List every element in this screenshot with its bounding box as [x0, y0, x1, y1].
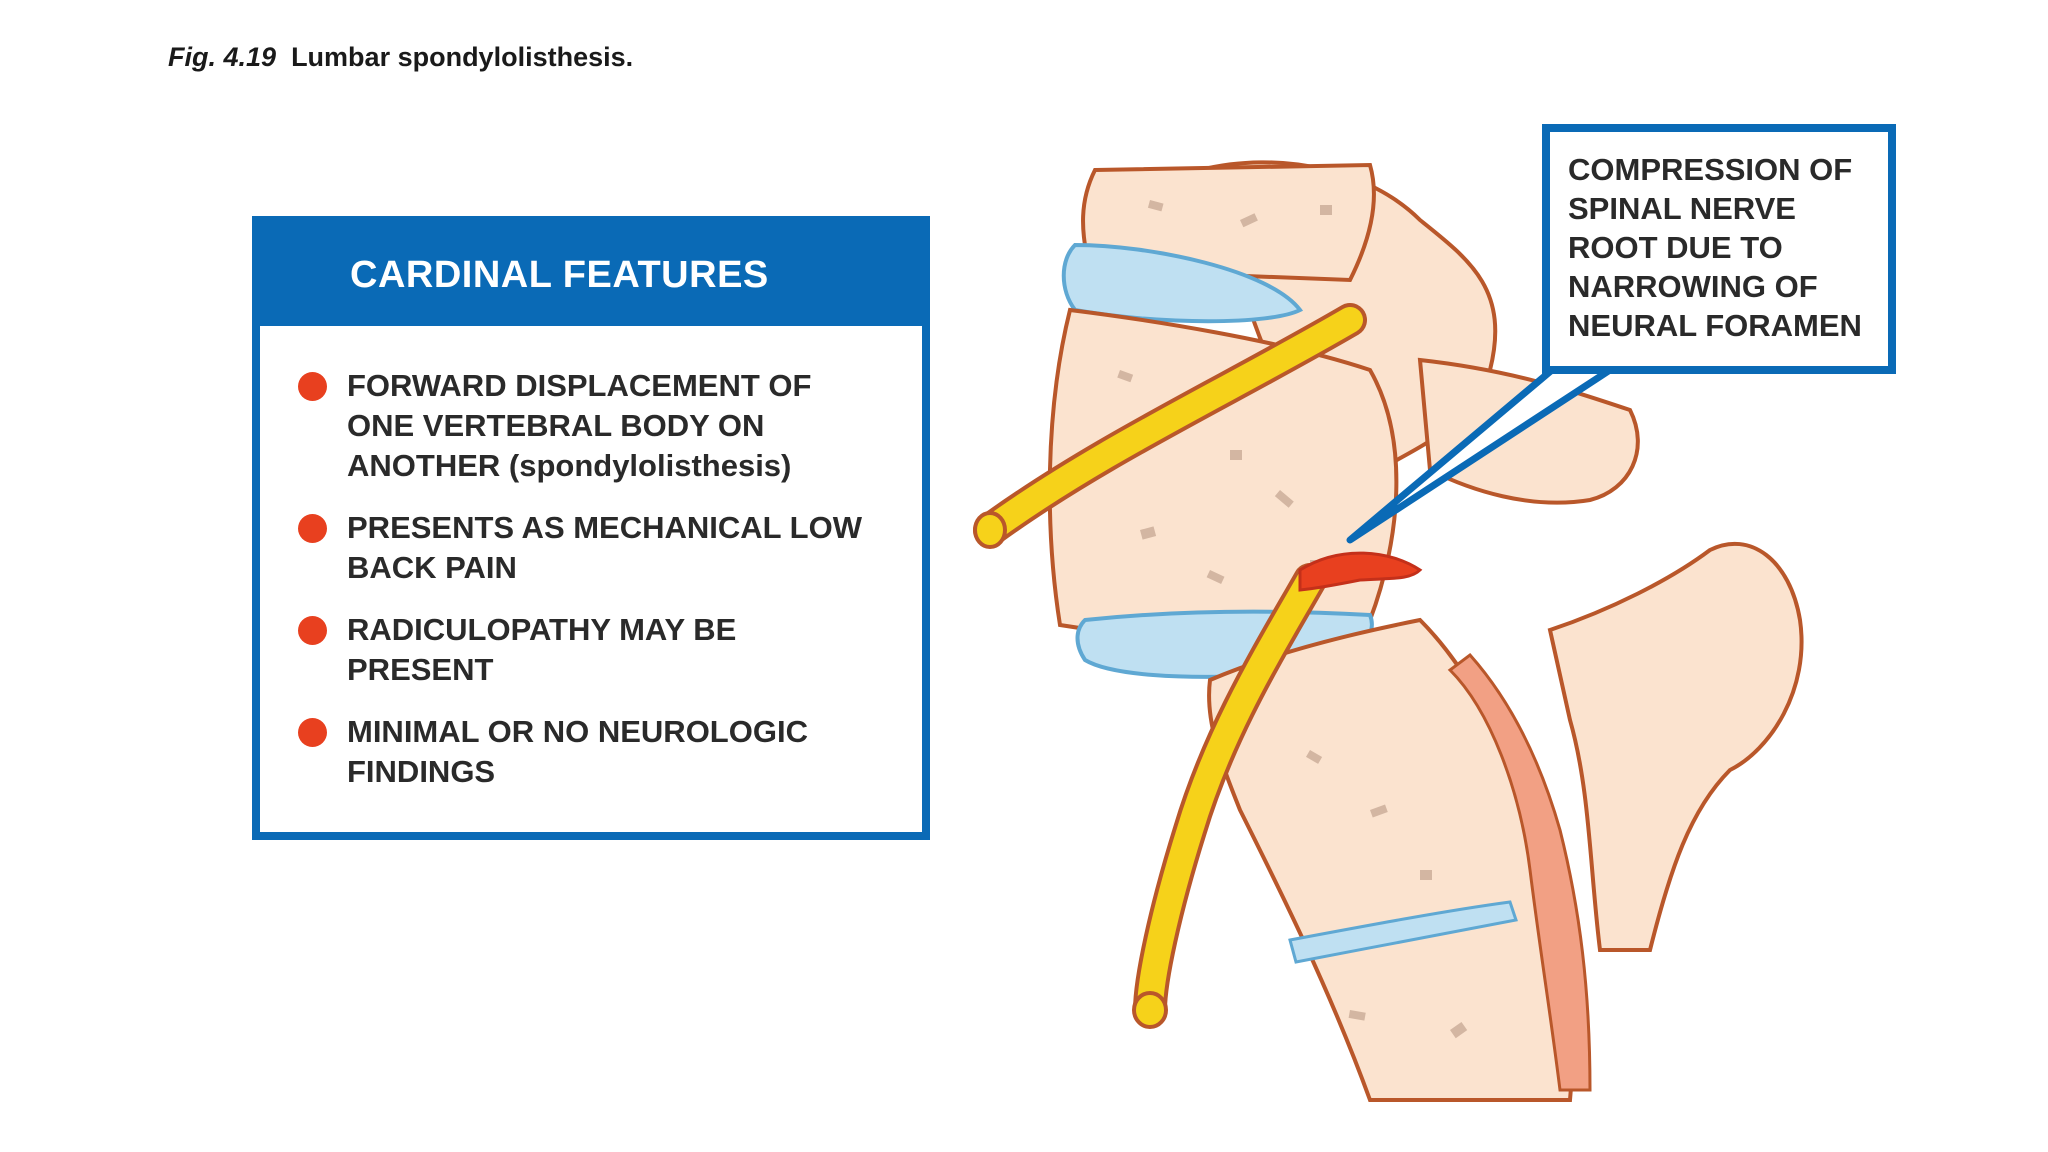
callout-line: COMPRESSION OF — [1568, 152, 1853, 187]
posterior-sacral-element — [1547, 541, 1804, 952]
features-title: CARDINAL FEATURES — [350, 253, 769, 296]
red-bullet-icon — [298, 616, 327, 645]
spine-illustration — [973, 160, 1804, 1102]
feature-item: FORWARD DISPLACEMENT OF ONE VERTEBRAL BO… — [298, 366, 902, 486]
upper-nerve-end — [973, 511, 1007, 549]
feature-item: MINIMAL OR NO NEUROLOGIC FINDINGS — [298, 712, 902, 792]
feature-item-text: MINIMAL OR NO NEUROLOGIC FINDINGS — [347, 714, 808, 789]
feature-item-text: FORWARD DISPLACEMENT OF ONE VERTEBRAL BO… — [347, 368, 812, 483]
red-bullet-icon — [298, 514, 327, 543]
features-header: CARDINAL FEATURES — [260, 224, 922, 326]
callout-line: NEURAL FORAMEN — [1568, 308, 1862, 343]
sacral-canal — [1447, 652, 1592, 1092]
feature-item: RADICULOPATHY MAY BE PRESENT — [298, 610, 902, 690]
cardinal-features-box: CARDINAL FEATURES FORWARD DISPLACEMENT O… — [252, 216, 930, 840]
upper-nerve-root-fill — [977, 307, 1363, 543]
feature-item-text: RADICULOPATHY MAY BE PRESENT — [347, 612, 737, 687]
red-bullet-icon — [298, 372, 327, 401]
lower-nerve-end — [1132, 991, 1168, 1029]
figure-caption: Fig. 4.19 Lumbar spondylolisthesis. — [168, 42, 633, 73]
compression-callout-box: COMPRESSION OF SPINAL NERVE ROOT DUE TO … — [1542, 124, 1896, 374]
figure-caption-text: Lumbar spondylolisthesis. — [291, 42, 634, 72]
feature-item-text: PRESENTS AS MECHANICAL LOW BACK PAIN — [347, 510, 862, 585]
sacral-disc — [1288, 900, 1518, 964]
callout-line: SPINAL NERVE — [1568, 191, 1796, 226]
red-bullet-icon — [298, 718, 327, 747]
callout-line: ROOT DUE TO — [1568, 230, 1783, 265]
compressed-nerve-root-fill — [1137, 567, 1323, 1023]
callout-line: NARROWING OF — [1568, 269, 1818, 304]
figure-number: Fig. 4.19 — [168, 42, 277, 72]
features-list: FORWARD DISPLACEMENT OF ONE VERTEBRAL BO… — [260, 326, 922, 792]
feature-item: PRESENTS AS MECHANICAL LOW BACK PAIN — [298, 508, 902, 588]
compression-zone — [1298, 551, 1423, 592]
spinous-process — [1417, 357, 1640, 505]
upper-disc — [1061, 242, 1304, 324]
